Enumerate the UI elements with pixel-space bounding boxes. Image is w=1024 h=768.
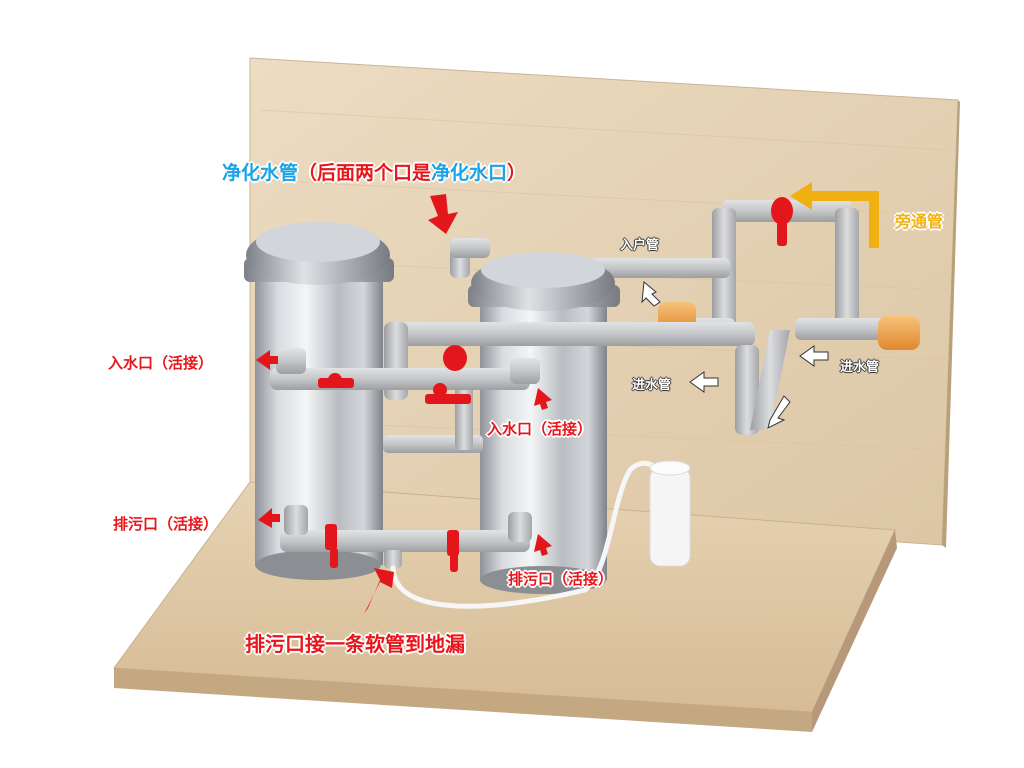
label-inlet-left: 入水口（活接） [108, 354, 214, 372]
title-arrow-icon [428, 194, 458, 234]
label-inlet-right: 入水口（活接） [487, 420, 593, 438]
drain-manifold [280, 505, 532, 572]
label-water-inlet-right: 进水管 [840, 360, 880, 375]
drain-right-arrow-icon [534, 534, 552, 556]
drain-left-arrow-icon [258, 508, 280, 528]
inlet-valve-left [318, 373, 354, 388]
label-drain-left: 排污口（活接） [113, 515, 219, 533]
label-bypass: 旁通管 [895, 212, 944, 231]
label-drain-hose: 排污口接一条软管到地漏 [245, 632, 465, 656]
bypass-valve [771, 197, 793, 246]
water-inlet-arrow-mid-icon [689, 371, 719, 393]
title-part-1: 净化水管 [222, 162, 299, 184]
left-filter-tank [244, 222, 394, 580]
house-inlet-arrow-icon [641, 281, 661, 307]
title-part-4: ） [507, 162, 527, 184]
water-inlet-arrow-right-icon [799, 345, 829, 367]
inlet-right-arrow-icon [534, 388, 552, 410]
title-part-2: （后面两个口是 [298, 162, 432, 184]
drain-container [649, 460, 691, 567]
label-house-inlet: 入户管 [620, 238, 660, 253]
down-arrow-icon [767, 395, 791, 429]
label-water-inlet-mid: 进水管 [632, 378, 672, 393]
orange-fitting-right [878, 316, 920, 350]
house-inlet-pipe [450, 238, 730, 278]
drain-hose [390, 460, 663, 609]
label-drain-right: 排污口（活接） [508, 570, 614, 588]
inlet-left-arrow-icon [256, 350, 278, 370]
title-part-3: 净化水口 [431, 162, 508, 184]
top-valve [443, 345, 467, 371]
bypass-arrow-icon [790, 182, 879, 248]
drain-valve-left [325, 524, 338, 568]
drain-hose-arrow-icon [364, 568, 394, 614]
inlet-manifold [270, 345, 540, 404]
inlet-valve-right [425, 383, 471, 404]
drain-valve-right [447, 530, 459, 572]
page-title: 净化水管（后面两个口是净化水口） [222, 158, 526, 185]
bypass-pipe [675, 197, 885, 340]
